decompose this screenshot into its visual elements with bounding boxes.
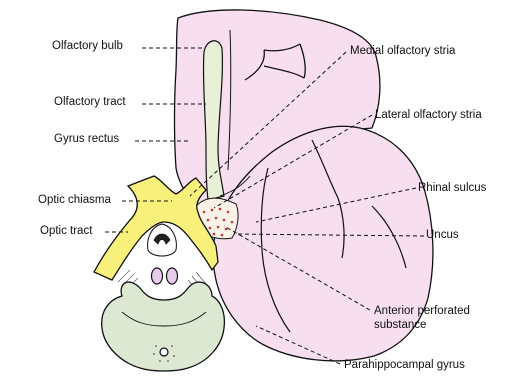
label-uncus: Uncus: [426, 229, 459, 242]
tuber-cinereum: [148, 224, 177, 256]
label-lateral-olfactory-stria: Lateral olfactory stria: [375, 109, 482, 122]
label-optic-tract: Optic tract: [40, 225, 92, 238]
label-olfactory-tract: Olfactory tract: [54, 96, 126, 109]
label-rhinal-sulcus: Rhinal sulcus: [418, 182, 486, 195]
label-anterior-perforated-substance-line2: substance: [374, 319, 426, 332]
label-parahippocampal-gyrus: Parahippocampal gyrus: [344, 359, 465, 372]
midbrain-section: [102, 282, 225, 371]
label-anterior-perforated-substance-line1: Anterior perforated: [374, 305, 470, 318]
mammillary-body-left: [152, 268, 163, 284]
label-olfactory-bulb: Olfactory bulb: [52, 40, 123, 53]
cerebral-aqueduct: [160, 348, 168, 356]
label-gyrus-rectus: Gyrus rectus: [54, 133, 119, 146]
label-medial-olfactory-stria: Medial olfactory stria: [350, 45, 455, 58]
mammillary-body-right: [167, 268, 178, 284]
label-optic-chiasma: Optic chiasma: [38, 194, 111, 207]
